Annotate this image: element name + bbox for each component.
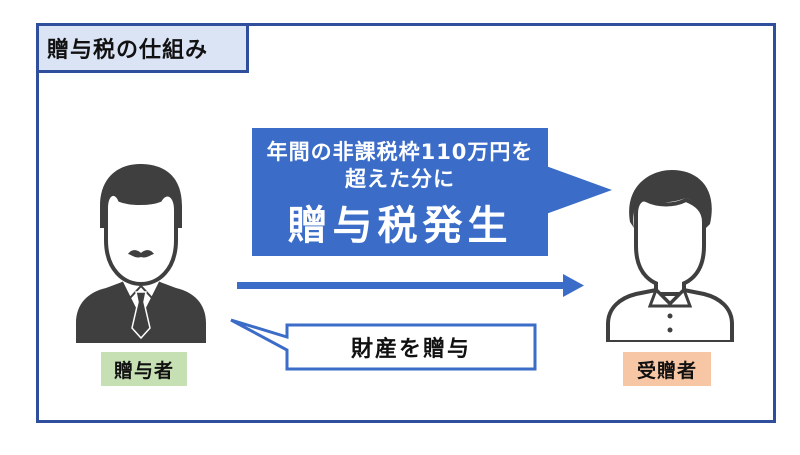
callout-pointer [546, 166, 612, 214]
callout-text-line2: 超えた分に [345, 167, 455, 191]
gift-callout-shape [230, 318, 537, 371]
callout-headline: 贈与税発生 [287, 203, 513, 249]
receiver-label: 受贈者 [623, 352, 711, 386]
giver-label: 贈与者 [101, 352, 187, 386]
callout-box [252, 128, 548, 256]
giver-person-icon [76, 164, 206, 343]
arrow-head [563, 274, 584, 297]
gift-callout-text: 財産を贈与 [350, 337, 471, 362]
arrow-shaft [237, 282, 567, 289]
callout-text-line1: 年間の非課税枠110万円を [266, 140, 534, 164]
diagram-title: 贈与税の仕組み [36, 23, 249, 73]
receiver-person-icon [606, 170, 734, 342]
